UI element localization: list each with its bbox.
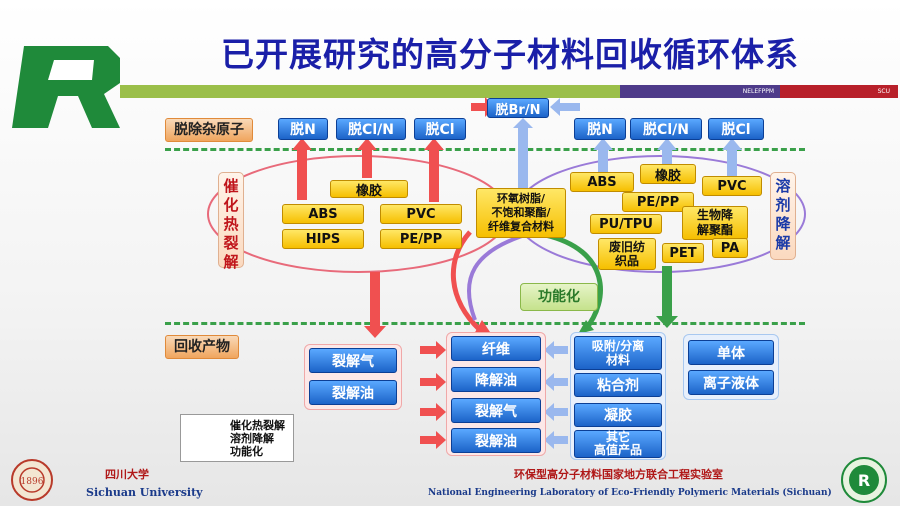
title-bar-red: SCU (780, 85, 898, 98)
right-material-pa: PA (712, 238, 748, 258)
left-material-pvc: PVC (380, 204, 462, 224)
center-material-composite: 环氧树脂/ 不饱和聚酯/ 纤维复合材料 (476, 188, 566, 238)
right-material-abs: ABS (570, 172, 634, 192)
top-box-right-n: 脱N (574, 118, 626, 140)
logo-icon (12, 46, 120, 128)
top-box-left-n: 脱N (278, 118, 328, 140)
footer-lab-en: National Engineering Laboratory of Eco-F… (428, 488, 832, 498)
product-right-gel: 凝胶 (574, 403, 662, 427)
top-box-br-n: 脱Br/N (487, 98, 549, 118)
lab-badge-icon: R (841, 457, 887, 503)
product-far-monomer: 单体 (688, 340, 774, 365)
right-material-rubber: 橡胶 (640, 164, 696, 184)
stage-remove-heteroatoms: 脱除杂原子 (165, 118, 253, 142)
page-title: 已开展研究的高分子材料回收循环体系 (221, 35, 799, 74)
legend-functional: 功能化 (230, 445, 263, 458)
product-far-ionic-liquid: 离子液体 (688, 370, 774, 395)
top-box-left-cl-n: 脱Cl/N (336, 118, 406, 140)
right-material-pet: PET (662, 243, 704, 263)
left-material-rubber: 橡胶 (330, 180, 408, 199)
top-box-left-cl: 脱Cl (414, 118, 466, 140)
footer-university-cn: 四川大学 (105, 468, 149, 481)
product-right-adhesive: 粘合剂 (574, 373, 662, 397)
product-center-degraded-oil: 降解油 (451, 367, 541, 392)
right-material-pu-tpu: PU/TPU (590, 214, 662, 234)
right-material-pepp: PE/PP (622, 192, 694, 212)
dashed-divider-top (165, 148, 805, 151)
university-seal-icon: 1896 (11, 459, 53, 501)
product-right-other: 其它 高值产品 (574, 430, 662, 458)
product-center-fiber: 纤维 (451, 336, 541, 361)
legend-box (180, 414, 294, 462)
left-material-pepp: PE/PP (380, 229, 462, 249)
top-box-right-cl: 脱Cl (708, 118, 764, 140)
product-right-adsorption: 吸附/分离 材料 (574, 336, 662, 370)
product-center-oil: 裂解油 (451, 428, 541, 453)
side-label-solvent: 溶剂降解 (770, 172, 796, 260)
right-material-biodegradable: 生物降 解聚酯 (682, 206, 748, 240)
svg-text:1896: 1896 (21, 477, 44, 487)
legend-catalytic: 催化热裂解 (230, 419, 285, 432)
product-center-gas: 裂解气 (451, 398, 541, 423)
left-material-hips: HIPS (282, 229, 364, 249)
title-bar-green (120, 85, 620, 98)
svg-text:R: R (858, 471, 870, 490)
top-box-right-cl-n: 脱Cl/N (630, 118, 702, 140)
stage-recover-products: 回收产物 (165, 335, 239, 359)
product-left-oil: 裂解油 (309, 380, 397, 405)
right-material-pvc: PVC (702, 176, 762, 196)
footer-lab-cn: 环保型高分子材料国家地方联合工程实验室 (514, 468, 723, 481)
dashed-divider-bottom (165, 322, 805, 325)
legend-solvent: 溶剂降解 (230, 432, 274, 445)
functional-label: 功能化 (520, 283, 598, 311)
side-label-catalytic: 催化热裂解 (218, 172, 244, 271)
footer-university-en: Sichuan University (86, 486, 203, 499)
left-material-abs: ABS (282, 204, 364, 224)
product-left-gas: 裂解气 (309, 348, 397, 373)
title-bar-purple: NELEFPPM (620, 85, 780, 98)
right-material-textile: 废旧纺 织品 (598, 238, 656, 270)
